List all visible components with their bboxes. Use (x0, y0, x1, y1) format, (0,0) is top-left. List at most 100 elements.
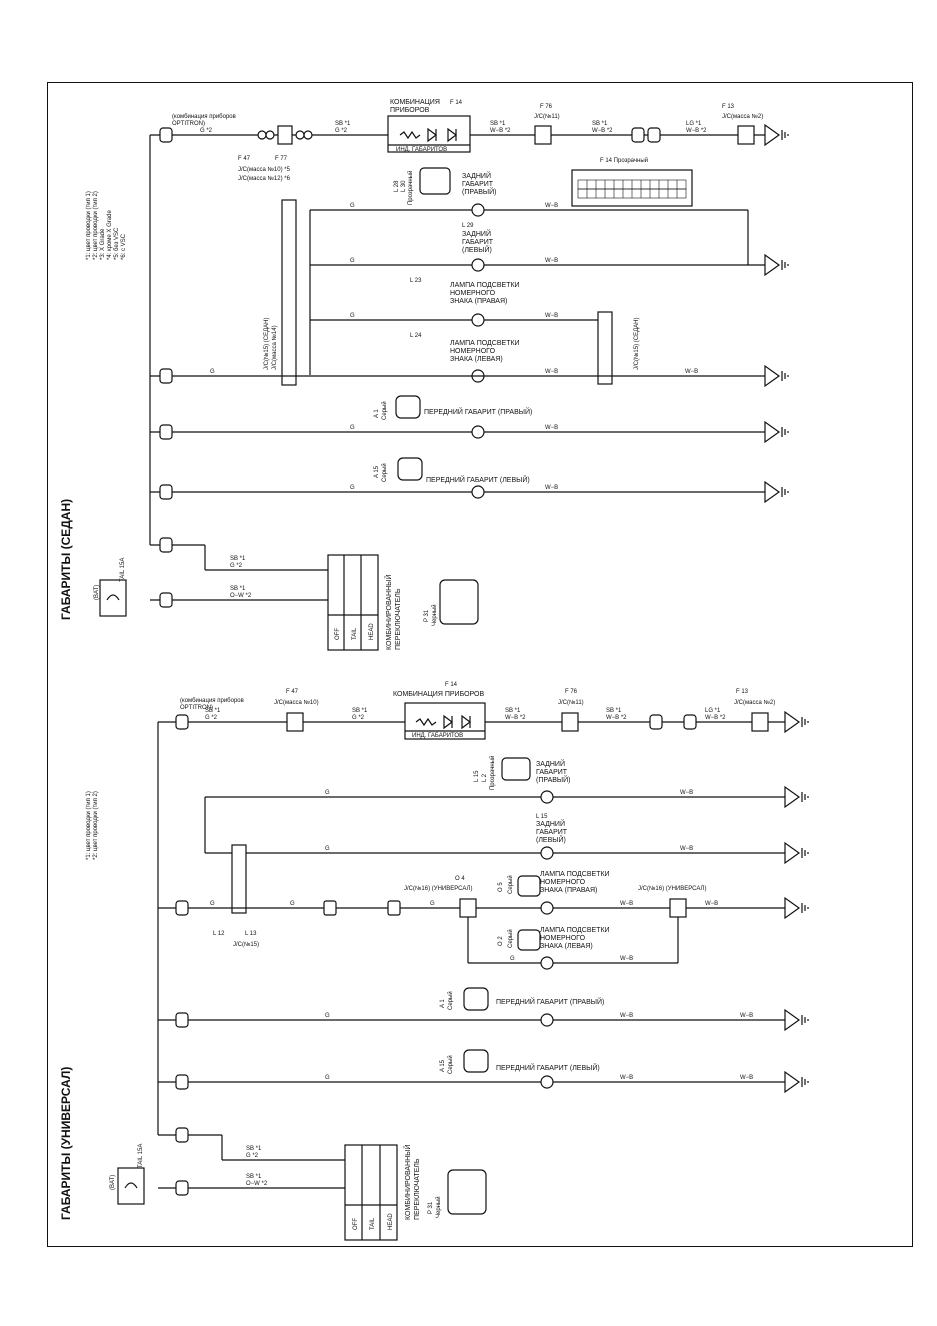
note-1: *1: цвет проводки (тип 1) (86, 791, 92, 860)
wire-label: G *2 (352, 715, 365, 721)
fuse-box (117, 1167, 145, 1205)
jc-mass2-box (751, 712, 769, 732)
plate-left-1: ЛАМПА ПОДСВЕТКИ (540, 927, 610, 934)
wire-label: W−B (680, 790, 693, 796)
l2-label: L 2 (482, 773, 488, 782)
wire-label: SB *1 (230, 586, 246, 592)
wire-label: O−W *2 (246, 1181, 268, 1187)
front-left-label: ПЕРЕДНИЙ ГАБАРИТ (ЛЕВЫЙ) (496, 1063, 600, 1072)
ground-icon (781, 487, 789, 497)
f76-label: F 76 (565, 689, 578, 695)
rear-left-1: ЗАДНИЙ (462, 229, 491, 238)
connector (323, 900, 337, 916)
ground-icon (781, 260, 789, 270)
clear-label: Прозрачный (407, 171, 414, 205)
l24-label: L 24 (410, 333, 422, 339)
wire-label: W−B (620, 956, 633, 962)
splice (265, 130, 275, 140)
p31-label: P 31 (428, 1201, 434, 1214)
f47-label: F 47 (286, 689, 299, 695)
jc15-sedan-right: J/C(№15) (СЕДАН) (633, 317, 640, 370)
p31-label: P 31 (424, 609, 430, 622)
meter-box (404, 702, 486, 740)
wire-label: G (325, 1075, 330, 1081)
front-right-lamp-icon (540, 1013, 554, 1027)
plate-right-lamp-icon (540, 901, 554, 915)
sedan-section: ГАБАРИТЫ (СЕДАН) *1: цвет проводки (тип … (59, 99, 789, 651)
wire-label: SB *1 (335, 121, 351, 127)
wire-label: W−B (620, 1075, 633, 1081)
connector-icon (463, 1049, 489, 1073)
wire-label: W−B (545, 258, 558, 264)
ind-label: ИНД. ГАБАРИТОВ (412, 733, 463, 739)
fuse-icon (106, 594, 120, 601)
wire-label: W−B (740, 1013, 753, 1019)
jc16-box (459, 898, 477, 918)
f13-label: F 13 (736, 689, 749, 695)
wagon-title: ГАБАРИТЫ (УНИВЕРСАЛ) (59, 1067, 73, 1220)
note-2: *2: цвет проводки (тип 2) (93, 191, 99, 260)
rear-right-3: (ПРАВЫЙ) (536, 775, 570, 784)
jc15-block (281, 199, 297, 386)
sw-off: OFF (353, 1218, 359, 1230)
splice (303, 130, 313, 140)
plate-left-3: ЗНАКА (ЛЕВАЯ) (540, 943, 593, 950)
switch-label-1: КОМБИНИРОВАННЫЙ (403, 1145, 412, 1220)
plate-left-3: ЗНАКА (ЛЕВАЯ) (450, 356, 503, 363)
connector-icon (463, 987, 489, 1011)
jc11-label: J/C(№11) (558, 699, 584, 706)
jc10-label: J/C(масса №10) (274, 699, 319, 706)
wire-label: W−B (685, 369, 698, 375)
connector-icon (419, 167, 451, 195)
sw-tail: TAIL (370, 1217, 376, 1230)
wire-label: G (510, 956, 515, 962)
wire-label: W−B (680, 846, 693, 852)
gray-label: Серый (447, 1055, 454, 1074)
front-left-lamp-icon (471, 485, 485, 499)
plate-right-1: ЛАМПА ПОДСВЕТКИ (450, 282, 520, 289)
note-6: *6: с VSC (121, 233, 127, 260)
gray-label: Серый (507, 929, 514, 948)
rear-left-3: (ЛЕВЫЙ) (462, 245, 492, 254)
rear-right-2: ГАБАРИТ (462, 181, 494, 188)
led-icon (443, 714, 453, 730)
wire-label: SB *1 (352, 708, 368, 714)
plate-right-3: ЗНАКА (ПРАВАЯ) (450, 298, 507, 305)
f14-clear-label: F 14 Прозрачный (600, 157, 648, 164)
l12-label: L 12 (213, 931, 225, 937)
jc10-box (286, 712, 304, 732)
jc-mass2-label: J/C(масса №2) (722, 113, 763, 120)
wagon-notes: *1: цвет проводки (тип 1) *2: цвет прово… (86, 791, 99, 860)
wire-label: W−B *2 (592, 128, 613, 134)
combo-label-2: OPTITRON) (172, 121, 205, 127)
wire-label: W−B (740, 1075, 753, 1081)
note-2: *2: цвет проводки (тип 2) (93, 791, 99, 860)
jc16-label-left: J/C(№16) (УНИВЕРСАЛ) (404, 885, 472, 892)
combo-label-2: OPTITRON) (180, 705, 213, 711)
wire-label: G *2 (205, 715, 218, 721)
fuse-icon (124, 1182, 138, 1189)
wire-label: W−B (620, 1013, 633, 1019)
wire-label: SB *1 (490, 121, 506, 127)
a1-label: A 1 (374, 409, 380, 418)
rear-left-lamp-icon (540, 846, 554, 860)
wire-label: G (210, 369, 215, 375)
ground-icon (801, 717, 809, 727)
note-3: *3: X Grade (100, 228, 106, 260)
connector (631, 127, 645, 143)
diagram-frame (47, 82, 913, 1247)
resistor-icon (399, 130, 421, 140)
wire-label: W−B *2 (606, 715, 627, 721)
front-left-label: ПЕРЕДНИЙ ГАБАРИТ (ЛЕВЫЙ) (426, 475, 530, 484)
connector (175, 1012, 189, 1028)
jc15-sedan-label: J/C(№15) (СЕДАН) (263, 317, 270, 370)
fuse-label: TAIL 15A (138, 1144, 144, 1168)
wire-label: W−B (545, 425, 558, 431)
fuse-label: TAIL 15A (120, 558, 126, 582)
plate-right-3: ЗНАКА (ПРАВАЯ) (540, 887, 597, 894)
bat-label: (BAT) (110, 1175, 116, 1190)
jc11-box (561, 712, 579, 732)
connector-3 (159, 127, 173, 143)
connector (159, 368, 173, 384)
wire-label: G *2 (246, 1153, 259, 1159)
